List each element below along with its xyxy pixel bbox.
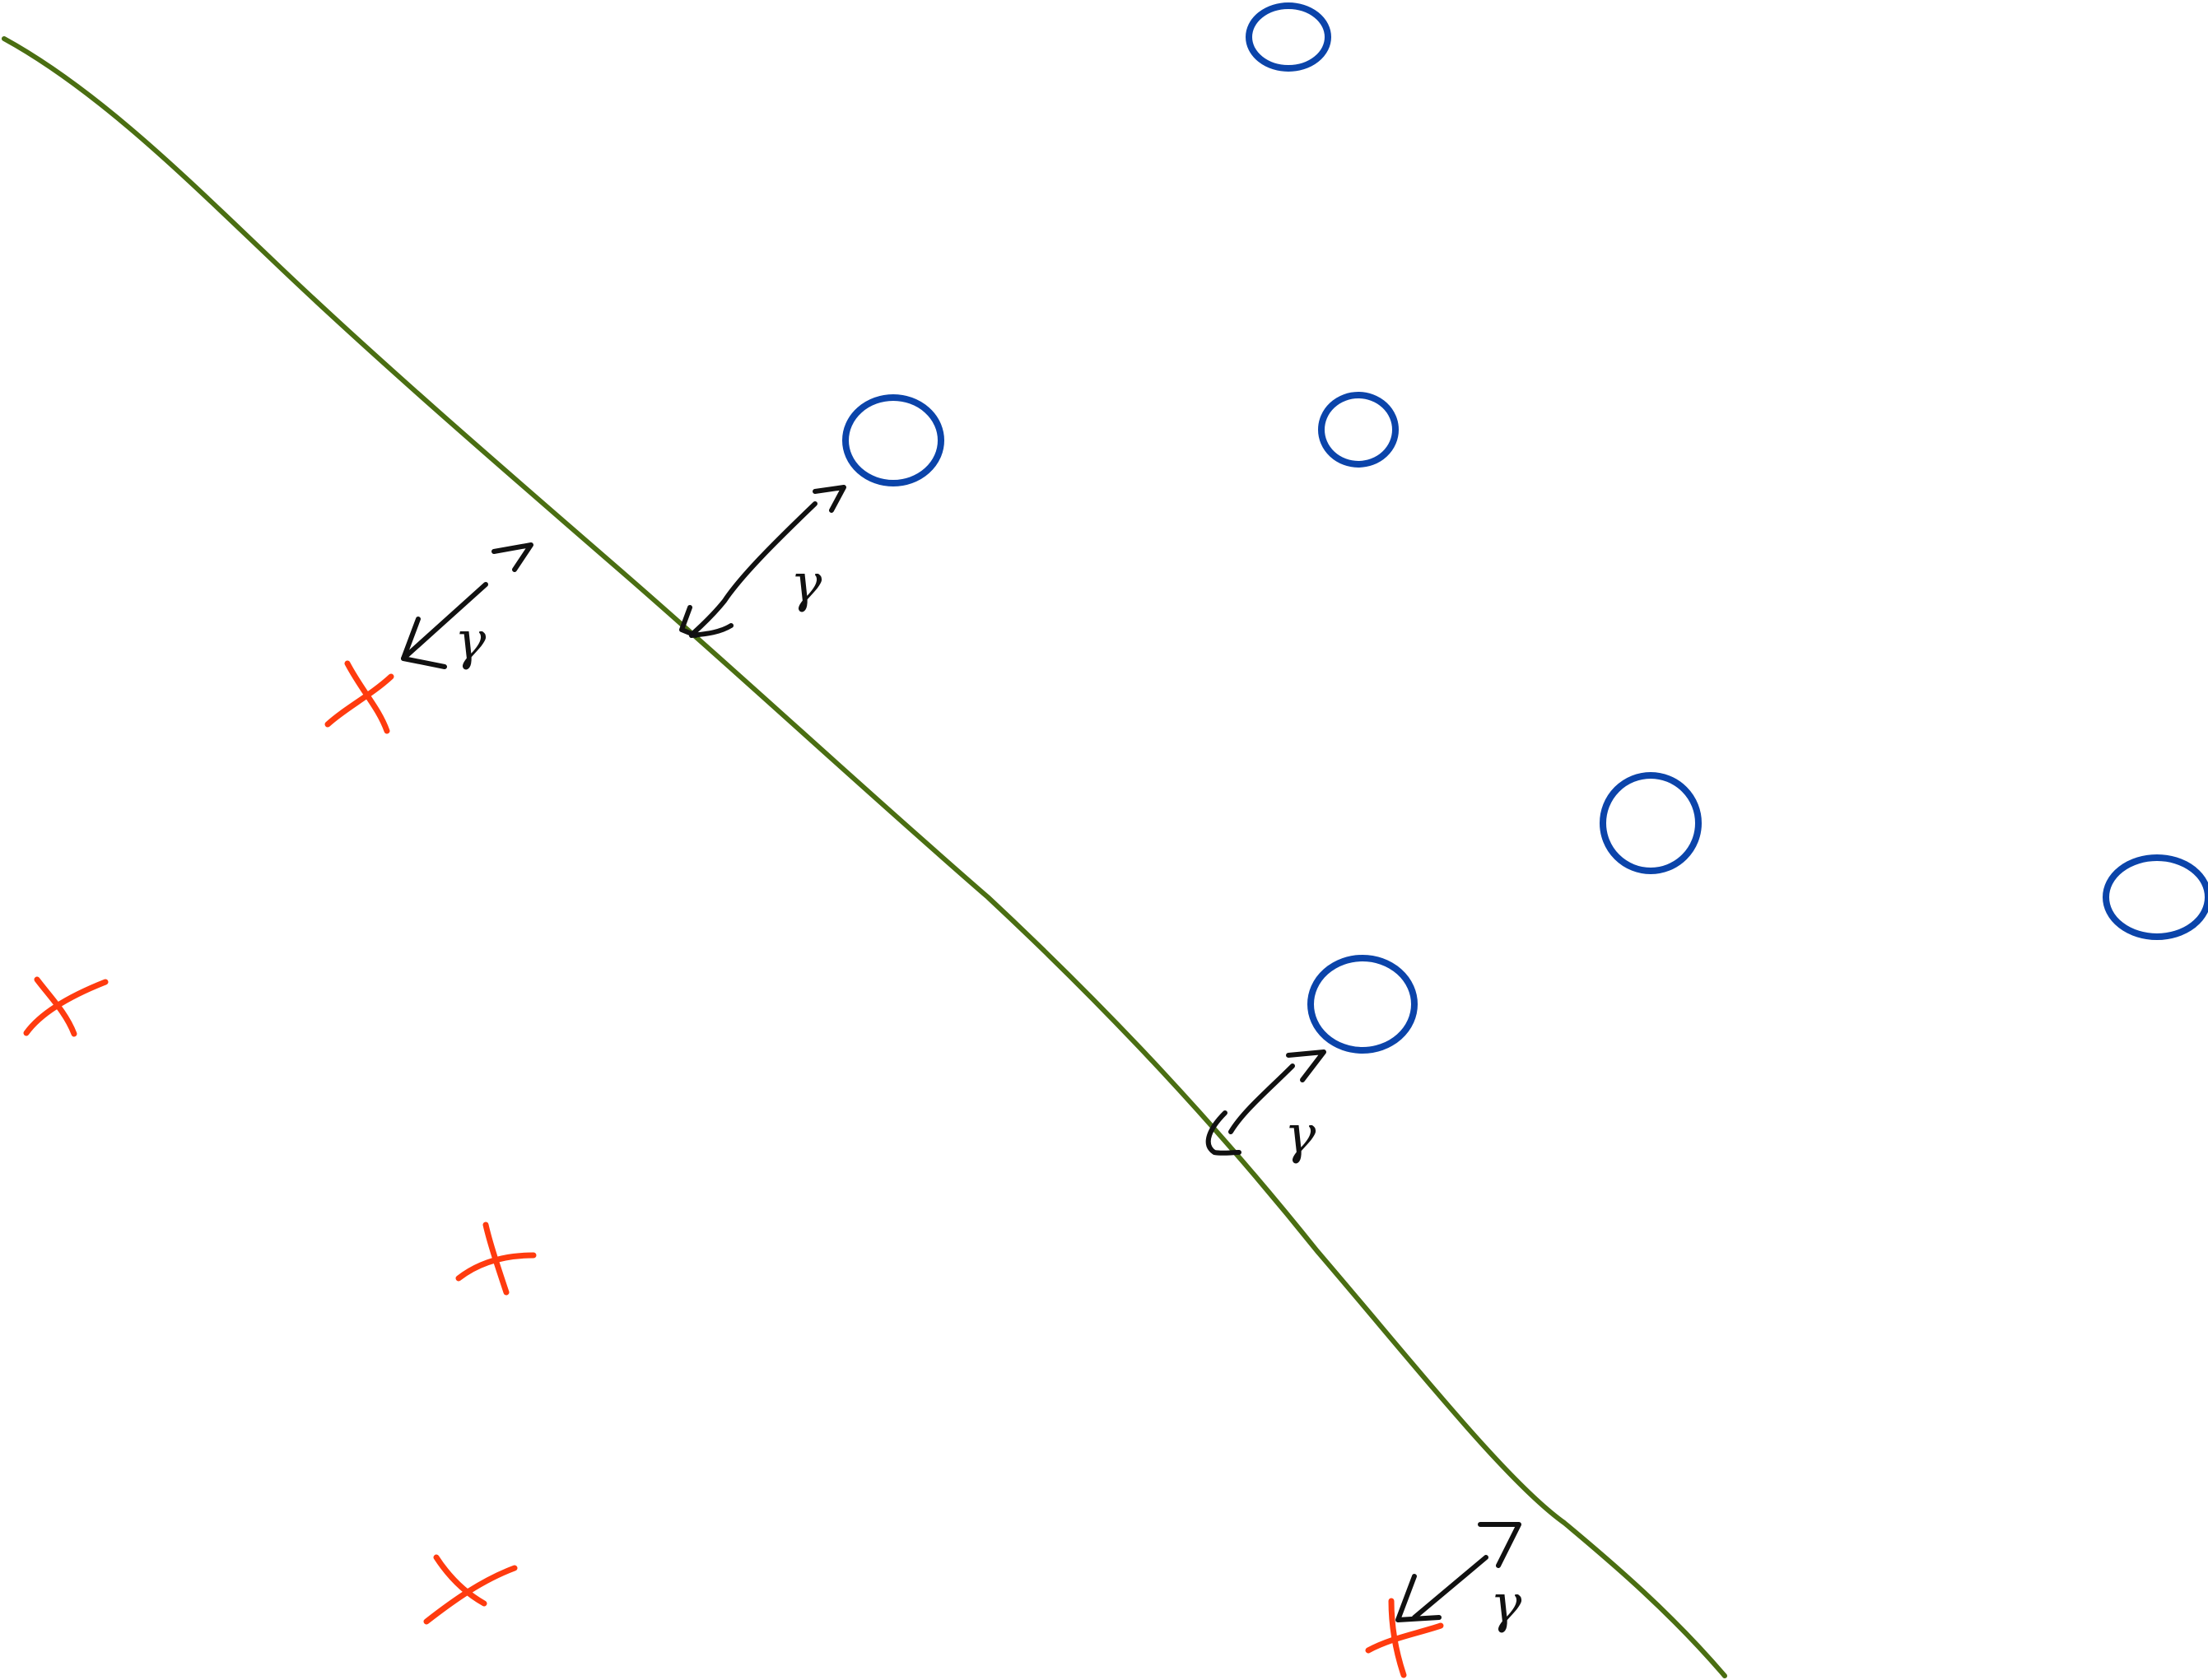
negative-sample-3 bbox=[455, 1222, 537, 1296]
positive-sample-6 bbox=[1307, 955, 1418, 1054]
negative-sample-5 bbox=[1365, 1598, 1444, 1678]
negative-sample-4 bbox=[423, 1554, 518, 1625]
margin-arrow-4 bbox=[1395, 1522, 1521, 1622]
margin-arrow-1 bbox=[401, 542, 533, 669]
margin-arrow-3 bbox=[1205, 1049, 1326, 1156]
positive-sample-1 bbox=[1246, 2, 1331, 72]
positive-sample-5 bbox=[2103, 854, 2208, 940]
margin-arrow-2 bbox=[679, 485, 846, 638]
margin-label-4: γ bbox=[1490, 1574, 1522, 1635]
margin-label-2: γ bbox=[790, 553, 822, 614]
margin-label-1: γ bbox=[454, 611, 487, 672]
positive-sample-4 bbox=[1600, 772, 1702, 874]
decision-boundary-line bbox=[2, 36, 1727, 1678]
positive-sample-3 bbox=[1318, 392, 1399, 468]
negative-sample-2 bbox=[23, 976, 109, 1037]
negative-sample-1 bbox=[324, 660, 394, 734]
positive-sample-2 bbox=[842, 394, 944, 486]
margin-label-3: γ bbox=[1284, 1105, 1316, 1166]
